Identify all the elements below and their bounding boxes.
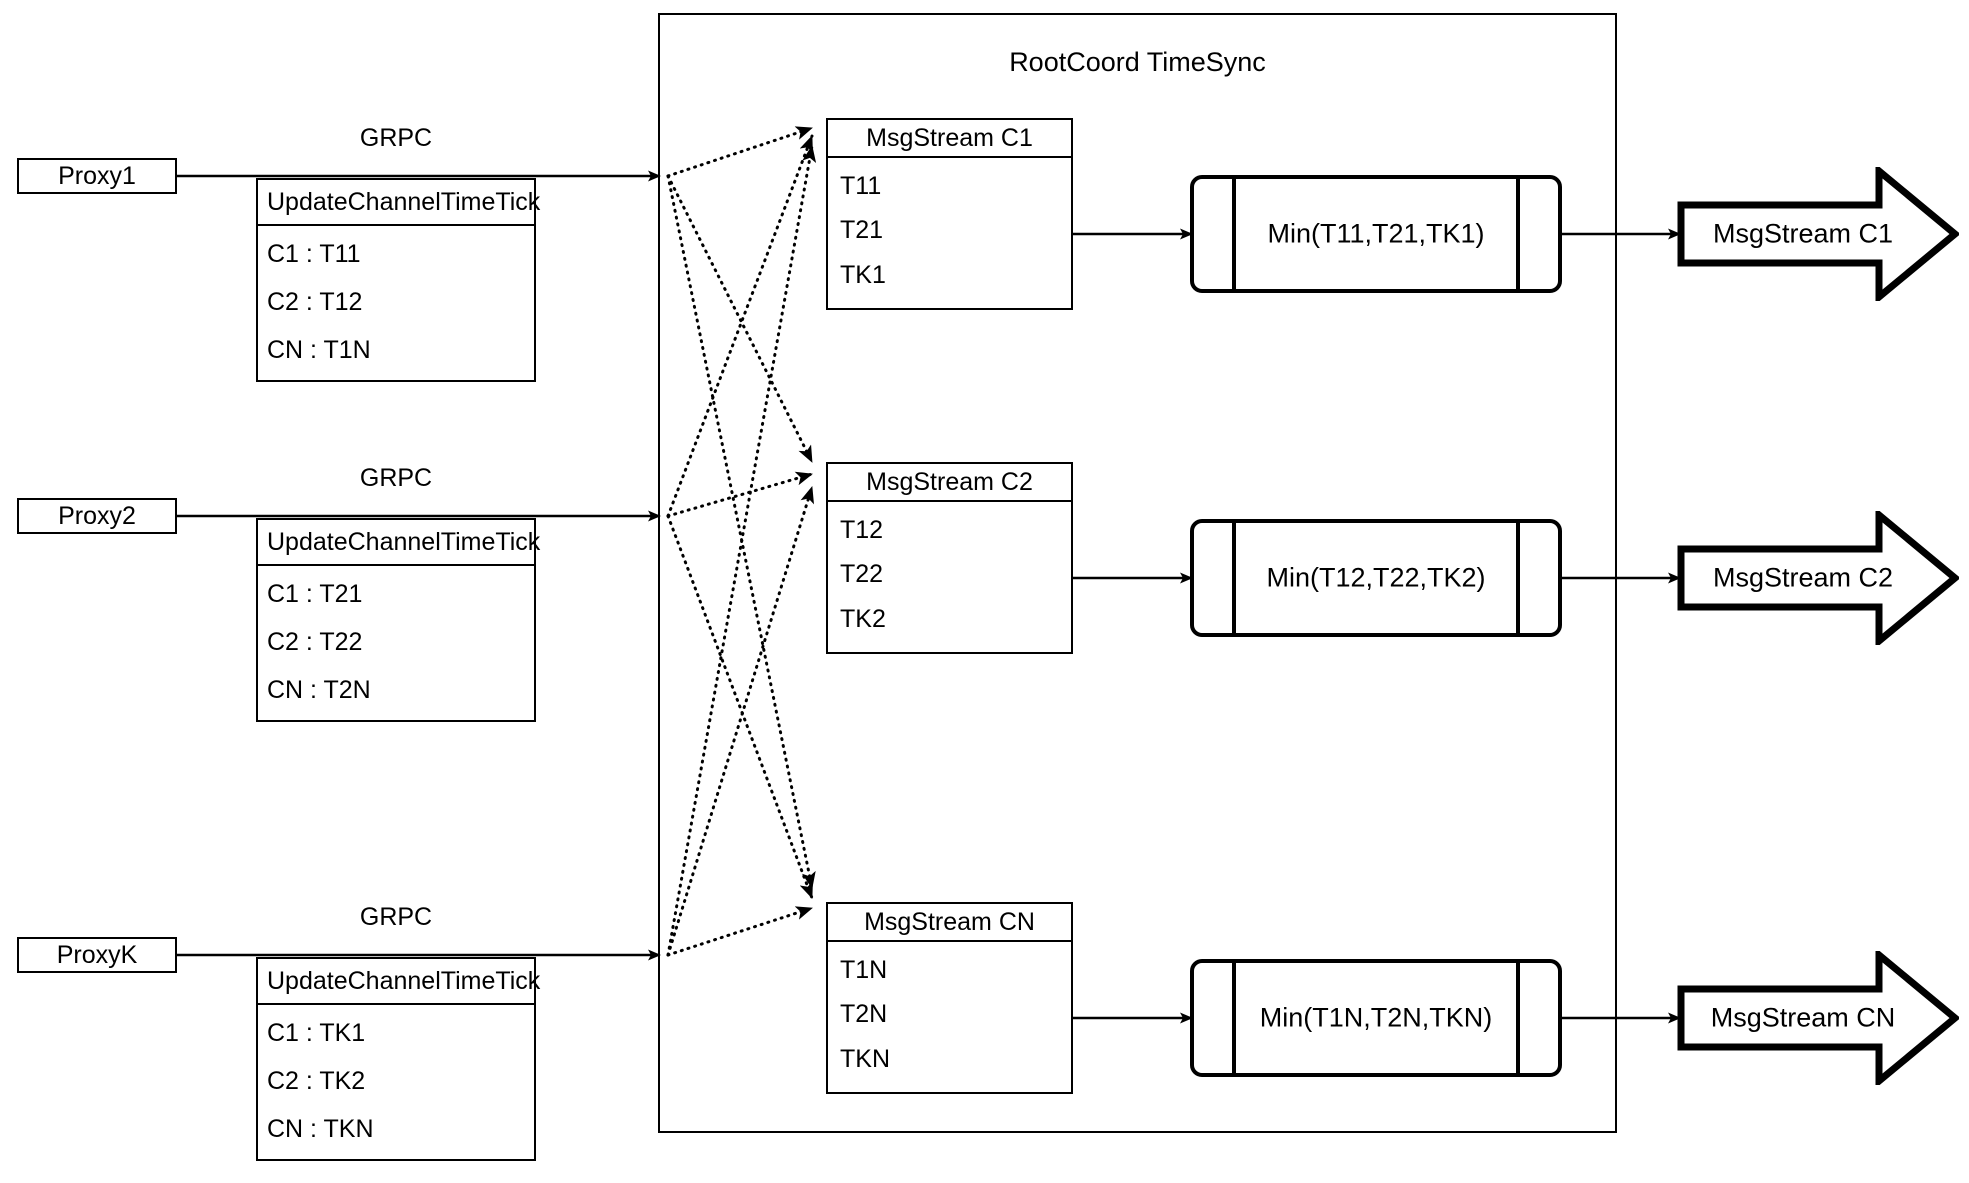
msgstream-row: T12 (840, 515, 884, 544)
output-arrow-cn[interactable]: MsgStream CN (1677, 951, 1959, 1085)
rootcoord-timesync-title: RootCoord TimeSync (1009, 47, 1266, 77)
timetick-row: CN : TKN (267, 1114, 374, 1143)
process-divider-left (1232, 959, 1236, 1077)
min-process-label: Min(T1N,T2N,TKN) (1259, 1002, 1493, 1033)
timetick-row: C1 : TK1 (267, 1018, 366, 1047)
msgstream-title: MsgStream C2 (828, 464, 1071, 502)
msgstream-box-c2[interactable]: MsgStream C2 T12 T22 TK2 (826, 462, 1073, 654)
min-process-box-c2[interactable]: Min(T12,T22,TK2) (1190, 519, 1562, 637)
msgstream-box-cn[interactable]: MsgStream CN T1N T2N TKN (826, 902, 1073, 1094)
timetick-row: C2 : T12 (267, 287, 363, 316)
grpc-label-proxyk: GRPC (359, 903, 433, 931)
output-arrow-label: MsgStream C2 (1712, 562, 1894, 593)
grpc-label-proxy2: GRPC (359, 464, 433, 492)
msgstream-row: T2N (840, 1000, 888, 1029)
min-process-label: Min(T12,T22,TK2) (1266, 562, 1486, 593)
proxy-box-proxy1[interactable]: Proxy1 (17, 158, 177, 194)
proxy-box-proxy2[interactable]: Proxy2 (17, 498, 177, 534)
timetick-row: C1 : T11 (267, 239, 361, 268)
output-arrow-label: MsgStream CN (1710, 1002, 1896, 1033)
msgstream-row: T22 (840, 560, 884, 589)
msgstream-row: TK1 (840, 261, 886, 290)
update-channel-timetick-box-proxyk[interactable]: UpdateChannelTimeTick C1 : TK1 C2 : TK2 … (256, 957, 540, 1161)
update-channel-timetick-title: UpdateChannelTimeTick (258, 180, 540, 226)
msgstream-row: TKN (840, 1045, 890, 1074)
msgstream-title: MsgStream C1 (828, 120, 1071, 158)
update-channel-timetick-box-proxy2[interactable]: UpdateChannelTimeTick C1 : T21 C2 : T22 … (256, 518, 540, 722)
min-process-label: Min(T11,T21,TK1) (1267, 218, 1485, 249)
timetick-row: C2 : T22 (267, 627, 363, 656)
proxy-box-proxyk[interactable]: ProxyK (17, 937, 177, 973)
msgstream-row: T11 (840, 171, 882, 200)
process-divider-left (1232, 519, 1236, 637)
timetick-row: CN : T2N (267, 675, 371, 704)
min-process-box-cn[interactable]: Min(T1N,T2N,TKN) (1190, 959, 1562, 1077)
msgstream-row: T1N (840, 955, 888, 984)
msgstream-box-c1[interactable]: MsgStream C1 T11 T21 TK1 (826, 118, 1073, 310)
proxy-label: ProxyK (56, 940, 138, 969)
rootcoord-timesync-container: RootCoord TimeSync (658, 13, 1617, 1133)
process-divider-left (1232, 175, 1236, 293)
msgstream-title: MsgStream CN (828, 904, 1071, 942)
msgstream-row: TK2 (840, 605, 886, 634)
timetick-row: C1 : T21 (267, 579, 363, 608)
output-arrow-c1[interactable]: MsgStream C1 (1677, 167, 1959, 301)
output-arrow-c2[interactable]: MsgStream C2 (1677, 511, 1959, 645)
grpc-label-proxy1: GRPC (359, 124, 433, 152)
process-divider-right (1516, 519, 1520, 637)
process-divider-right (1516, 175, 1520, 293)
update-channel-timetick-title: UpdateChannelTimeTick (258, 520, 540, 566)
process-divider-right (1516, 959, 1520, 1077)
msgstream-row: T21 (840, 216, 884, 245)
min-process-box-c1[interactable]: Min(T11,T21,TK1) (1190, 175, 1562, 293)
proxy-label: Proxy2 (58, 501, 136, 530)
update-channel-timetick-title: UpdateChannelTimeTick (258, 959, 540, 1005)
proxy-label: Proxy1 (58, 161, 136, 190)
timetick-row: C2 : TK2 (267, 1066, 366, 1095)
timetick-row: CN : T1N (267, 335, 371, 364)
output-arrow-label: MsgStream C1 (1712, 218, 1894, 249)
update-channel-timetick-box-proxy1[interactable]: UpdateChannelTimeTick C1 : T11 C2 : T12 … (256, 178, 540, 382)
